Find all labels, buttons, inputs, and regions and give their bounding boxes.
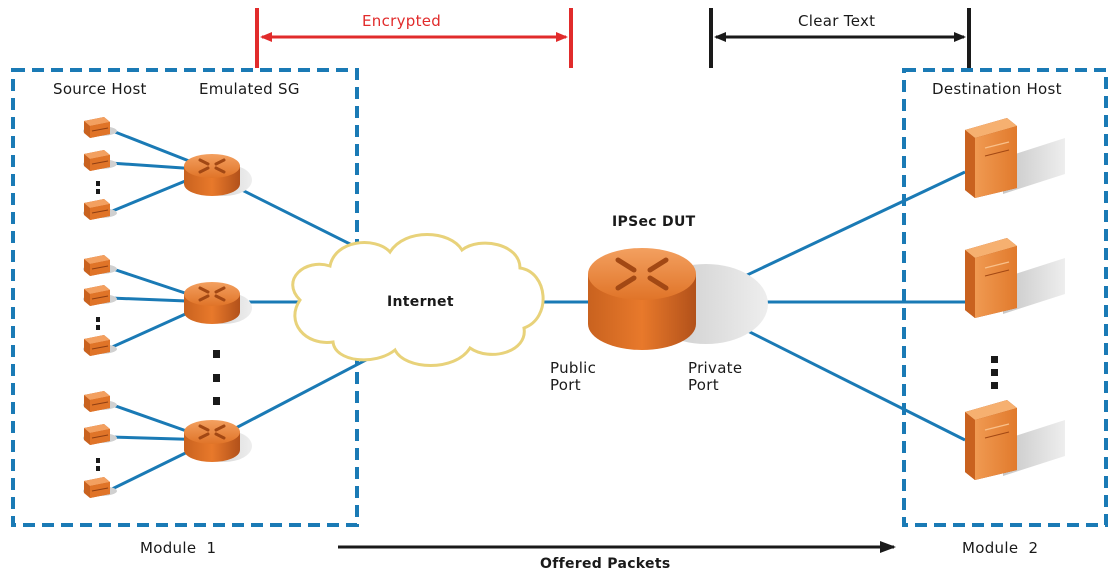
host-pc-icon xyxy=(82,334,118,357)
server-tower-icon xyxy=(964,399,1066,481)
module-1-label: Module 1 xyxy=(140,539,217,557)
private-port-line2: Port xyxy=(688,376,719,394)
destination-host-label: Destination Host xyxy=(932,80,1062,98)
host-pc-icon xyxy=(82,284,118,307)
public-port-line1: Public xyxy=(550,359,597,377)
ellipsis-dots xyxy=(96,181,998,471)
encrypted-label: Encrypted xyxy=(362,12,442,30)
module-2-box xyxy=(902,68,1108,527)
host-pc-icon xyxy=(82,390,118,413)
internet-cloud-icon xyxy=(291,233,545,367)
clear-text-indicator xyxy=(709,8,971,68)
clear-text-label: Clear Text xyxy=(798,12,876,30)
public-port-line2: Port xyxy=(550,376,581,394)
router-icon xyxy=(182,152,254,198)
router-icon xyxy=(182,280,254,326)
offered-packets-label: Offered Packets xyxy=(540,556,671,572)
ipsec-router-icon xyxy=(588,248,768,350)
private-port-label: Private Port xyxy=(688,360,742,394)
host-pc-icon xyxy=(82,149,118,172)
source-host-label: Source Host xyxy=(53,80,147,98)
emulated-sg-label: Emulated SG xyxy=(199,80,300,98)
destination-servers xyxy=(964,117,1066,481)
server-tower-icon xyxy=(964,117,1066,199)
ipsec-dut-label: IPSec DUT xyxy=(612,214,696,230)
host-pc-icon xyxy=(82,116,118,139)
host-pc-icon xyxy=(82,198,118,221)
encrypted-indicator xyxy=(255,8,573,68)
emulated-sg-routers xyxy=(182,152,254,464)
internet-label: Internet xyxy=(387,294,454,310)
source-host-icons xyxy=(82,116,118,499)
public-port-label: Public Port xyxy=(550,360,596,394)
module-2-label: Module 2 xyxy=(962,539,1039,557)
server-tower-icon xyxy=(964,237,1066,319)
host-pc-icon xyxy=(82,476,118,499)
host-pc-icon xyxy=(82,423,118,446)
host-pc-icon xyxy=(82,254,118,277)
private-port-line1: Private xyxy=(688,359,743,377)
